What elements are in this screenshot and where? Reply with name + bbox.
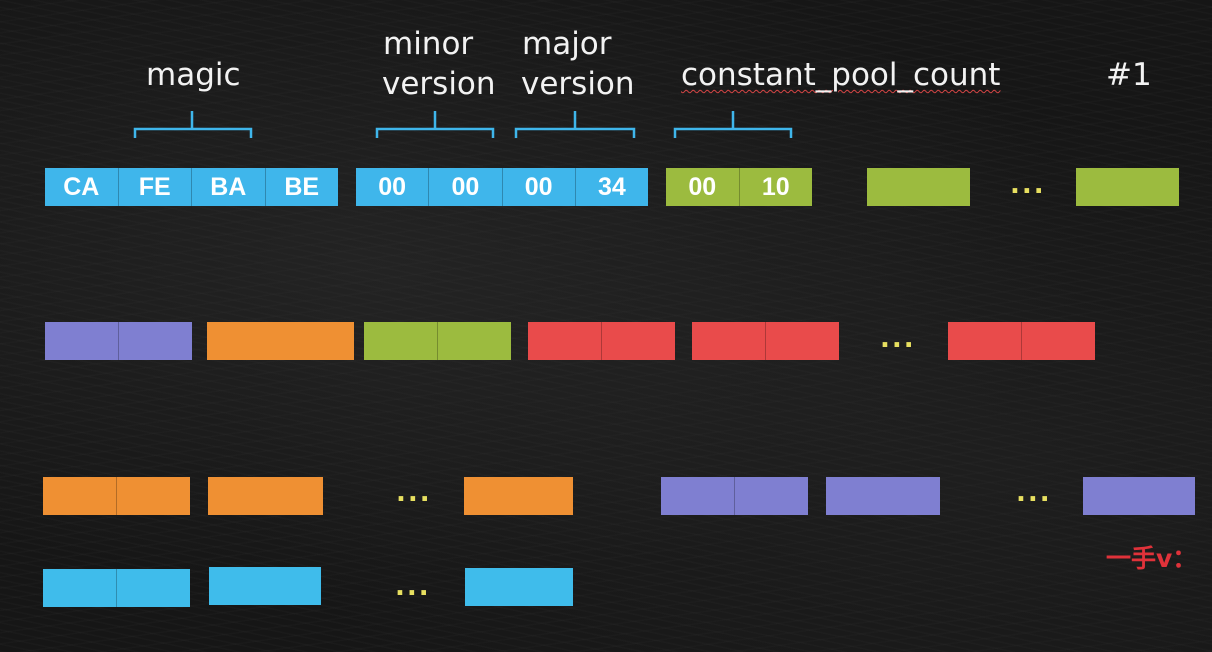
byte-cell [826, 477, 940, 515]
magic-brace [133, 107, 253, 139]
byte-cell [465, 568, 573, 606]
row2-red-bar [692, 322, 839, 360]
row1-ellipsis: ... [1010, 170, 1046, 200]
row3-purple-bar [661, 477, 808, 515]
magic-byte-cell: FE [117, 168, 191, 206]
row3-ellipsis: ... [396, 478, 432, 508]
major-version-label-line2: version [521, 66, 635, 102]
magic-byte-cell: BE [264, 168, 338, 206]
row2-red-bar [528, 322, 675, 360]
byte-cell [208, 477, 323, 515]
minor-version-byte-cell: 00 [428, 168, 502, 206]
constant-pool-count-bar: 00 10 [666, 168, 812, 206]
byte-cell [692, 322, 765, 360]
row3-orange-block [464, 477, 573, 515]
byte-cell [43, 477, 116, 515]
byte-cell [209, 567, 321, 605]
row3-ellipsis-right: ... [1016, 478, 1052, 508]
constant-pool-count-byte-cell: 10 [738, 168, 812, 206]
row2-red-bar [948, 322, 1095, 360]
byte-cell [528, 322, 601, 360]
constant-pool-entry-cell [1076, 168, 1179, 206]
constant-pool-count-brace [673, 107, 793, 139]
byte-cell [948, 322, 1021, 360]
row3-orange-block [208, 477, 323, 515]
magic-bytes-bar: CA FE BA BE [45, 168, 338, 206]
byte-cell [601, 322, 675, 360]
byte-cell [116, 477, 190, 515]
minor-version-brace [375, 107, 495, 139]
byte-cell [118, 322, 192, 360]
constant-pool-count-label: constant_pool_count [681, 57, 1001, 93]
row2-ellipsis: ... [880, 324, 916, 354]
constant-pool-count-byte-cell: 00 [666, 168, 739, 206]
constant-pool-entry-cell [867, 168, 970, 206]
row4-ellipsis: ... [395, 572, 431, 602]
index-marker-label: #1 [1106, 57, 1152, 93]
byte-cell [43, 569, 116, 607]
row3-purple-block [1083, 477, 1195, 515]
major-version-brace [514, 107, 636, 139]
row2-orange-block [207, 322, 354, 360]
row4-cyan-block [465, 568, 573, 606]
magic-byte-cell: BA [191, 168, 265, 206]
byte-cell [1083, 477, 1195, 515]
magic-byte-cell: CA [45, 168, 118, 206]
byte-cell [661, 477, 734, 515]
byte-cell [464, 477, 573, 515]
magic-label: magic [146, 57, 241, 93]
byte-cell [734, 477, 808, 515]
major-version-byte-cell: 00 [501, 168, 575, 206]
major-version-byte-cell: 34 [574, 168, 648, 206]
minor-version-byte-cell: 00 [356, 168, 429, 206]
version-bytes-bar: 00 00 00 34 [356, 168, 648, 206]
constant-pool-entry-block [1076, 168, 1179, 206]
row3-purple-block [826, 477, 940, 515]
major-version-label-line1: major [522, 26, 612, 62]
byte-cell [207, 322, 354, 360]
byte-cell [116, 569, 190, 607]
minor-version-label-line1: minor [383, 26, 474, 62]
byte-cell [364, 322, 437, 360]
byte-cell [45, 322, 118, 360]
minor-version-label-line2: version [382, 66, 496, 102]
row2-purple-bar [45, 322, 192, 360]
byte-cell [1021, 322, 1095, 360]
watermark-text: 一手v： [1106, 544, 1198, 573]
row4-cyan-bar [43, 569, 190, 607]
row3-orange-bar [43, 477, 190, 515]
constant-pool-entry-block [867, 168, 970, 206]
byte-cell [437, 322, 511, 360]
row4-cyan-block [209, 567, 321, 605]
byte-cell [765, 322, 839, 360]
row2-green-bar [364, 322, 511, 360]
